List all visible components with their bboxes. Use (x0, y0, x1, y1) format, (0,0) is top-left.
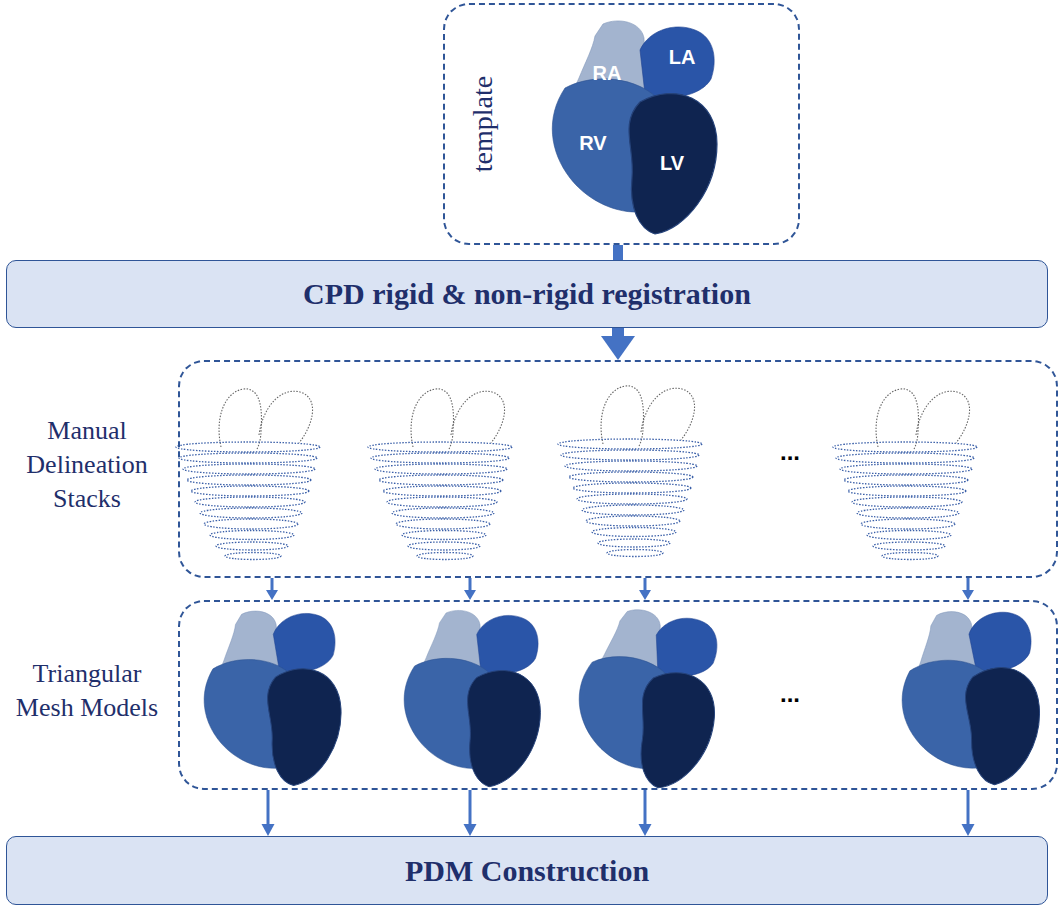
connector-line (469, 790, 472, 826)
chamber-label: RV (579, 132, 606, 155)
connector (464, 578, 476, 600)
ellipsis-mark: ... (780, 680, 800, 708)
group-box: Triangular Mesh Models (178, 600, 1058, 790)
point-stack (833, 389, 977, 560)
point-stack (368, 389, 512, 560)
process-box: CPD rigid & non-rigid registration (6, 260, 1048, 328)
connector-line (469, 578, 472, 592)
connector-line (267, 790, 270, 826)
mesh-heart (200, 607, 345, 790)
chamber-label: LV (660, 152, 684, 175)
mesh-heart (573, 606, 721, 791)
arrowhead (266, 590, 278, 600)
node-title: CPD rigid & non-rigid registration (289, 277, 765, 311)
connector-line (967, 790, 970, 826)
connector-line (613, 245, 623, 260)
connector (601, 328, 635, 360)
connector-line (271, 578, 274, 592)
mesh-heart (404, 610, 540, 786)
connector (266, 578, 278, 600)
connector (464, 790, 477, 836)
node-title: PDM Construction (391, 854, 663, 888)
arrowhead (962, 590, 974, 600)
connector (962, 790, 975, 836)
arrowhead (962, 824, 975, 836)
connector (962, 578, 974, 600)
group-box: Manual Delineation Stacks (178, 360, 1058, 578)
process-box: PDM Construction (6, 836, 1048, 905)
node-title: template (467, 76, 499, 172)
connector (618, 245, 619, 260)
template-box: template (443, 3, 800, 245)
arrowhead (262, 824, 275, 836)
connector (639, 790, 652, 836)
node-title: Manual Delineation Stacks (2, 414, 172, 515)
template-heart (552, 21, 717, 234)
connector-line (967, 578, 970, 592)
ellipsis-mark: ... (780, 438, 800, 466)
arrowhead (464, 824, 477, 836)
chamber-label: RA (593, 62, 622, 85)
arrowhead (639, 590, 651, 600)
connector-line (644, 578, 647, 592)
node-title: Triangular Mesh Models (2, 657, 172, 725)
arrowhead (639, 824, 652, 836)
connector (639, 578, 651, 600)
chamber-label: LA (669, 46, 696, 69)
connector (262, 790, 275, 836)
mesh-heart (895, 605, 1046, 792)
arrowhead (601, 336, 635, 360)
connector-line (644, 790, 647, 826)
point-stack (176, 389, 320, 560)
point-stack (558, 386, 702, 557)
arrowhead (464, 590, 476, 600)
